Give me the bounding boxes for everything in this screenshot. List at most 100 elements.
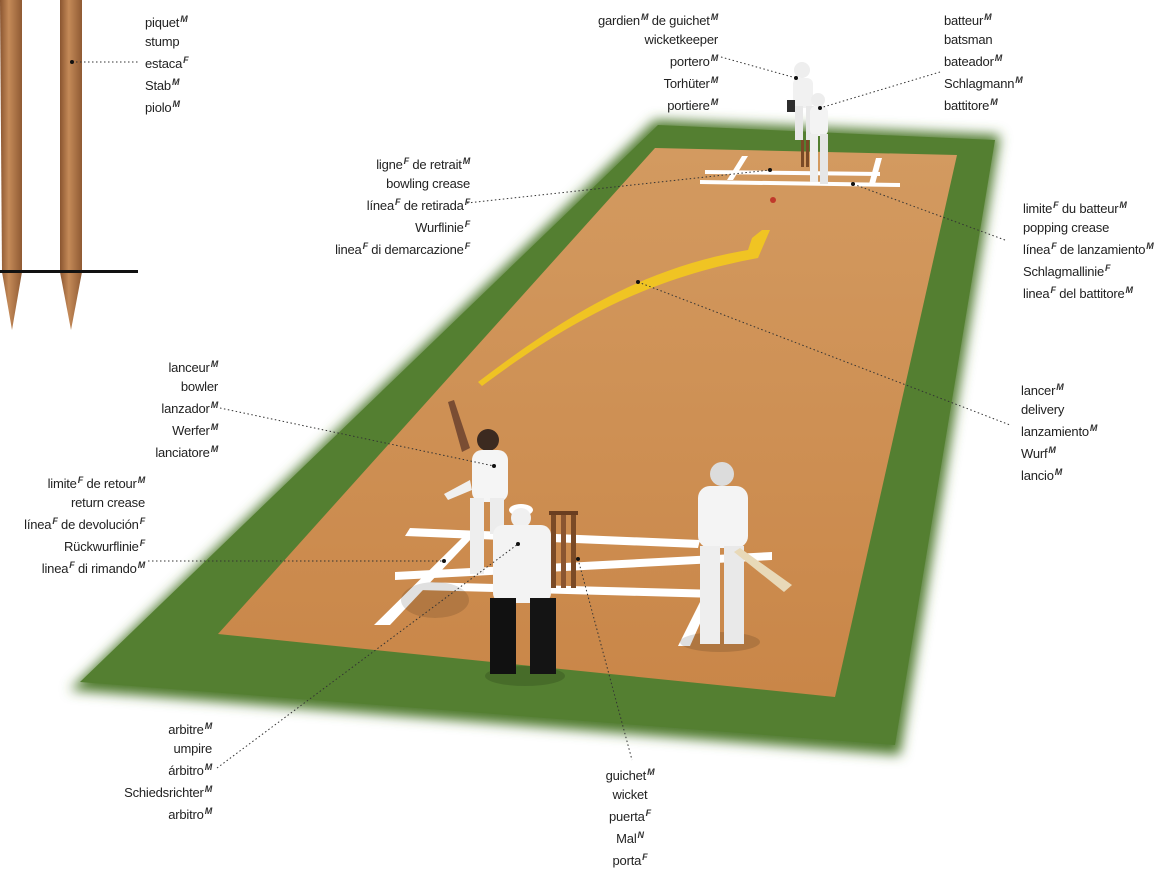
- gender-marker: F: [140, 516, 145, 526]
- label-line: StabM: [145, 73, 188, 95]
- label-line: guichetM: [580, 763, 680, 785]
- label-line: porteroM: [598, 49, 718, 71]
- label-line: lancerM: [1021, 378, 1097, 400]
- term-text-continued: del battitore: [1056, 286, 1125, 301]
- gender-marker: M: [172, 77, 179, 87]
- gender-marker: M: [463, 156, 470, 166]
- term-text: puerta: [609, 809, 645, 824]
- label-line: lancioM: [1021, 463, 1097, 485]
- term-text: limite: [48, 476, 77, 491]
- term-text-continued: de lanzamiento: [1057, 242, 1146, 257]
- term-text: lanciatore: [155, 445, 209, 460]
- label-line: piquetM: [145, 10, 188, 32]
- gender-marker: M: [172, 99, 179, 109]
- gender-marker: M: [211, 359, 218, 369]
- term-text: Torhüter: [664, 76, 710, 91]
- label-popping-crease: limiteF du batteurMpopping creaselíneaF …: [1023, 196, 1154, 303]
- gender-marker: F: [1105, 263, 1110, 273]
- label-line: lanciatoreM: [155, 440, 218, 462]
- term-text: delivery: [1021, 402, 1064, 417]
- term-text-continued: di rimando: [75, 561, 137, 576]
- gender-marker: M: [205, 762, 212, 772]
- term-text: return crease: [71, 495, 145, 510]
- gender-marker: M: [211, 422, 218, 432]
- label-line: TorhüterM: [598, 71, 718, 93]
- gender-marker: F: [465, 219, 470, 229]
- label-line: árbitroM: [124, 758, 212, 780]
- term-text-continued: de retour: [83, 476, 137, 491]
- term-text: bowling crease: [386, 176, 470, 191]
- label-line: WurflinieF: [335, 215, 470, 237]
- gender-marker: F: [646, 808, 651, 818]
- term-text: arbitre: [168, 722, 203, 737]
- gender-marker: M: [205, 721, 212, 731]
- term-text: lanzador: [161, 401, 209, 416]
- term-text: árbitro: [168, 763, 203, 778]
- term-text: popping crease: [1023, 220, 1109, 235]
- term-text: piolo: [145, 100, 171, 115]
- gender-marker: M: [711, 53, 718, 63]
- label-line: SchlagmallinieF: [1023, 259, 1154, 281]
- label-line: wicketkeeper: [598, 30, 718, 49]
- term-text-continued: du batteur: [1058, 201, 1118, 216]
- gender-marker: M: [1015, 75, 1022, 85]
- term-text: lanceur: [168, 360, 209, 375]
- label-line: wicket: [580, 785, 680, 804]
- label-line: RückwurflinieF: [24, 534, 145, 556]
- gender-marker: M: [984, 12, 991, 22]
- term-text: línea: [24, 517, 51, 532]
- label-line: estacaF: [145, 51, 188, 73]
- term-text: estaca: [145, 56, 182, 71]
- term-text-continued: de guichet: [648, 13, 709, 28]
- label-line: limiteF de retourM: [24, 471, 145, 493]
- label-bowler: lanceurMbowlerlanzadorMWerferMlanciatore…: [155, 355, 218, 462]
- label-line: líneaF de devoluciónF: [24, 512, 145, 534]
- ball: [770, 197, 776, 203]
- term-text: Wurflinie: [415, 220, 464, 235]
- term-text: limite: [1023, 201, 1052, 216]
- term-text: Stab: [145, 78, 171, 93]
- term-text: Schlagmallinie: [1023, 264, 1104, 279]
- term-text: wicketkeeper: [645, 32, 718, 47]
- gender-marker: M: [180, 14, 187, 24]
- term-text: piquet: [145, 15, 179, 30]
- label-line: ligneF de retraitM: [335, 152, 470, 174]
- term-text: portiere: [667, 98, 709, 113]
- gender-marker: M: [211, 444, 218, 454]
- gender-marker: M: [1146, 241, 1153, 251]
- term-text: linea: [1023, 286, 1049, 301]
- gender-marker: M: [1048, 445, 1055, 455]
- label-line: WerferM: [155, 418, 218, 440]
- gender-marker: M: [138, 475, 145, 485]
- term-text: Rückwurflinie: [64, 539, 139, 554]
- gender-marker: M: [138, 560, 145, 570]
- term-text-continued: di demarcazione: [368, 242, 464, 257]
- label-line: popping crease: [1023, 218, 1154, 237]
- label-line: puertaF: [580, 804, 680, 826]
- term-text: portero: [670, 54, 710, 69]
- pitch: [218, 148, 957, 697]
- term-text: linea: [335, 242, 361, 257]
- label-line: delivery: [1021, 400, 1097, 419]
- term-text: gardien: [598, 13, 640, 28]
- label-line: lanceurM: [155, 355, 218, 377]
- label-line: limiteF du batteurM: [1023, 196, 1154, 218]
- label-batsman: batteurMbatsmanbateadorMSchlagmannMbatti…: [944, 8, 1023, 115]
- gender-marker: F: [465, 197, 470, 207]
- gender-marker: M: [1056, 382, 1063, 392]
- gender-marker: M: [1126, 285, 1133, 295]
- label-line: arbitroM: [124, 802, 212, 824]
- gender-marker: F: [140, 538, 145, 548]
- label-line: battitoreM: [944, 93, 1023, 115]
- label-line: lineaF di demarcazioneF: [335, 237, 470, 259]
- label-line: WurfM: [1021, 441, 1097, 463]
- term-text: wicket: [613, 787, 648, 802]
- label-line: portiereM: [598, 93, 718, 115]
- term-text: guichet: [606, 768, 647, 783]
- label-line: stump: [145, 32, 188, 51]
- label-line: líneaF de lanzamientoM: [1023, 237, 1154, 259]
